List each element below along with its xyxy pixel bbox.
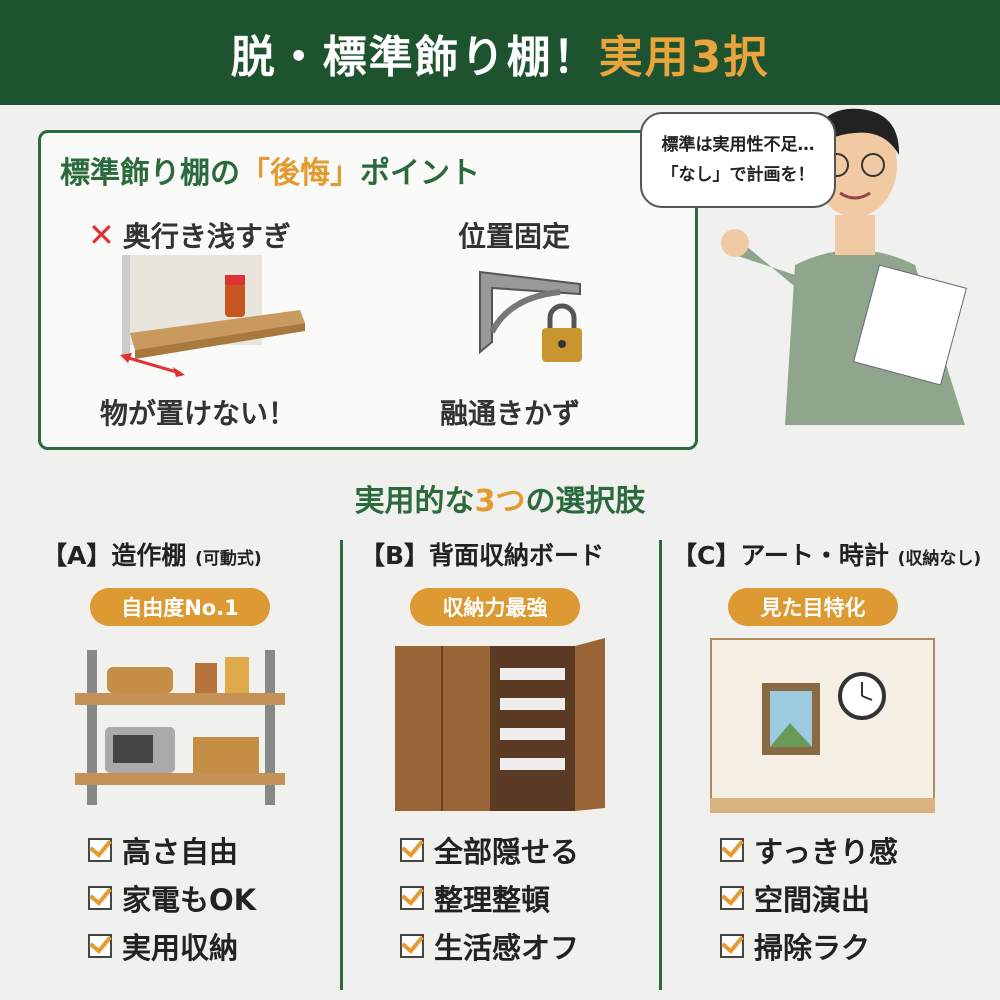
column-a-title: 【A】造作棚 (可動式) bbox=[42, 541, 262, 570]
header-banner: 脱・標準飾り棚！実用3択 bbox=[0, 0, 1000, 105]
section-title: 実用的な3つの選択肢 bbox=[354, 484, 646, 519]
column-c-badge: 見た目特化 bbox=[728, 588, 898, 626]
adjustable-shelf-illustration bbox=[75, 650, 285, 805]
title: 脱・標準飾り棚！ bbox=[230, 31, 599, 83]
column-b-checklist: 全部隠せる 整理整頓 生活感オフ bbox=[400, 830, 579, 966]
column-c-title: 【C】アート・時計 (収納なし) bbox=[672, 541, 982, 570]
checkbox-icon bbox=[720, 838, 744, 862]
checkbox-icon bbox=[88, 838, 112, 862]
column-a-badge: 自由度No.1 bbox=[90, 588, 270, 626]
checkbox-icon bbox=[720, 886, 744, 910]
checkbox-icon bbox=[400, 934, 424, 958]
inflexible-caption: 融通きかず bbox=[440, 397, 581, 430]
speech-bubble: 標準は実用性不足…「なし」で計画を！ bbox=[640, 112, 836, 208]
storage-cabinet-illustration bbox=[395, 638, 605, 811]
regret-box-title: 標準飾り棚の「後悔」ポイント bbox=[60, 156, 480, 191]
x-mark-icon: ✕ bbox=[88, 216, 115, 254]
checkbox-icon bbox=[88, 886, 112, 910]
title-accent: 実用3択 bbox=[598, 31, 770, 83]
checkbox-icon bbox=[720, 934, 744, 958]
checkbox-icon bbox=[400, 838, 424, 862]
checkbox-icon bbox=[400, 886, 424, 910]
column-b-title: 【B】背面収納ボード bbox=[360, 541, 605, 570]
cannot-place-caption: 物が置けない！ bbox=[100, 397, 297, 430]
fixed-position-label: 位置固定 bbox=[458, 220, 571, 253]
shallow-shelf-illustration bbox=[120, 255, 305, 377]
column-divider bbox=[340, 540, 343, 990]
bracket-lock-icon bbox=[479, 270, 582, 362]
column-a-checklist: 高さ自由 家電もOK 実用収納 bbox=[88, 830, 256, 966]
column-divider bbox=[659, 540, 662, 990]
shallow-depth-label: ✕奥行き浅すぎ bbox=[88, 216, 291, 254]
column-c-checklist: すっきり感 空間演出 掃除ラク bbox=[720, 830, 898, 966]
column-b-badge: 収納力最強 bbox=[410, 588, 580, 626]
art-clock-wall-illustration bbox=[710, 638, 935, 813]
checkbox-icon bbox=[88, 934, 112, 958]
